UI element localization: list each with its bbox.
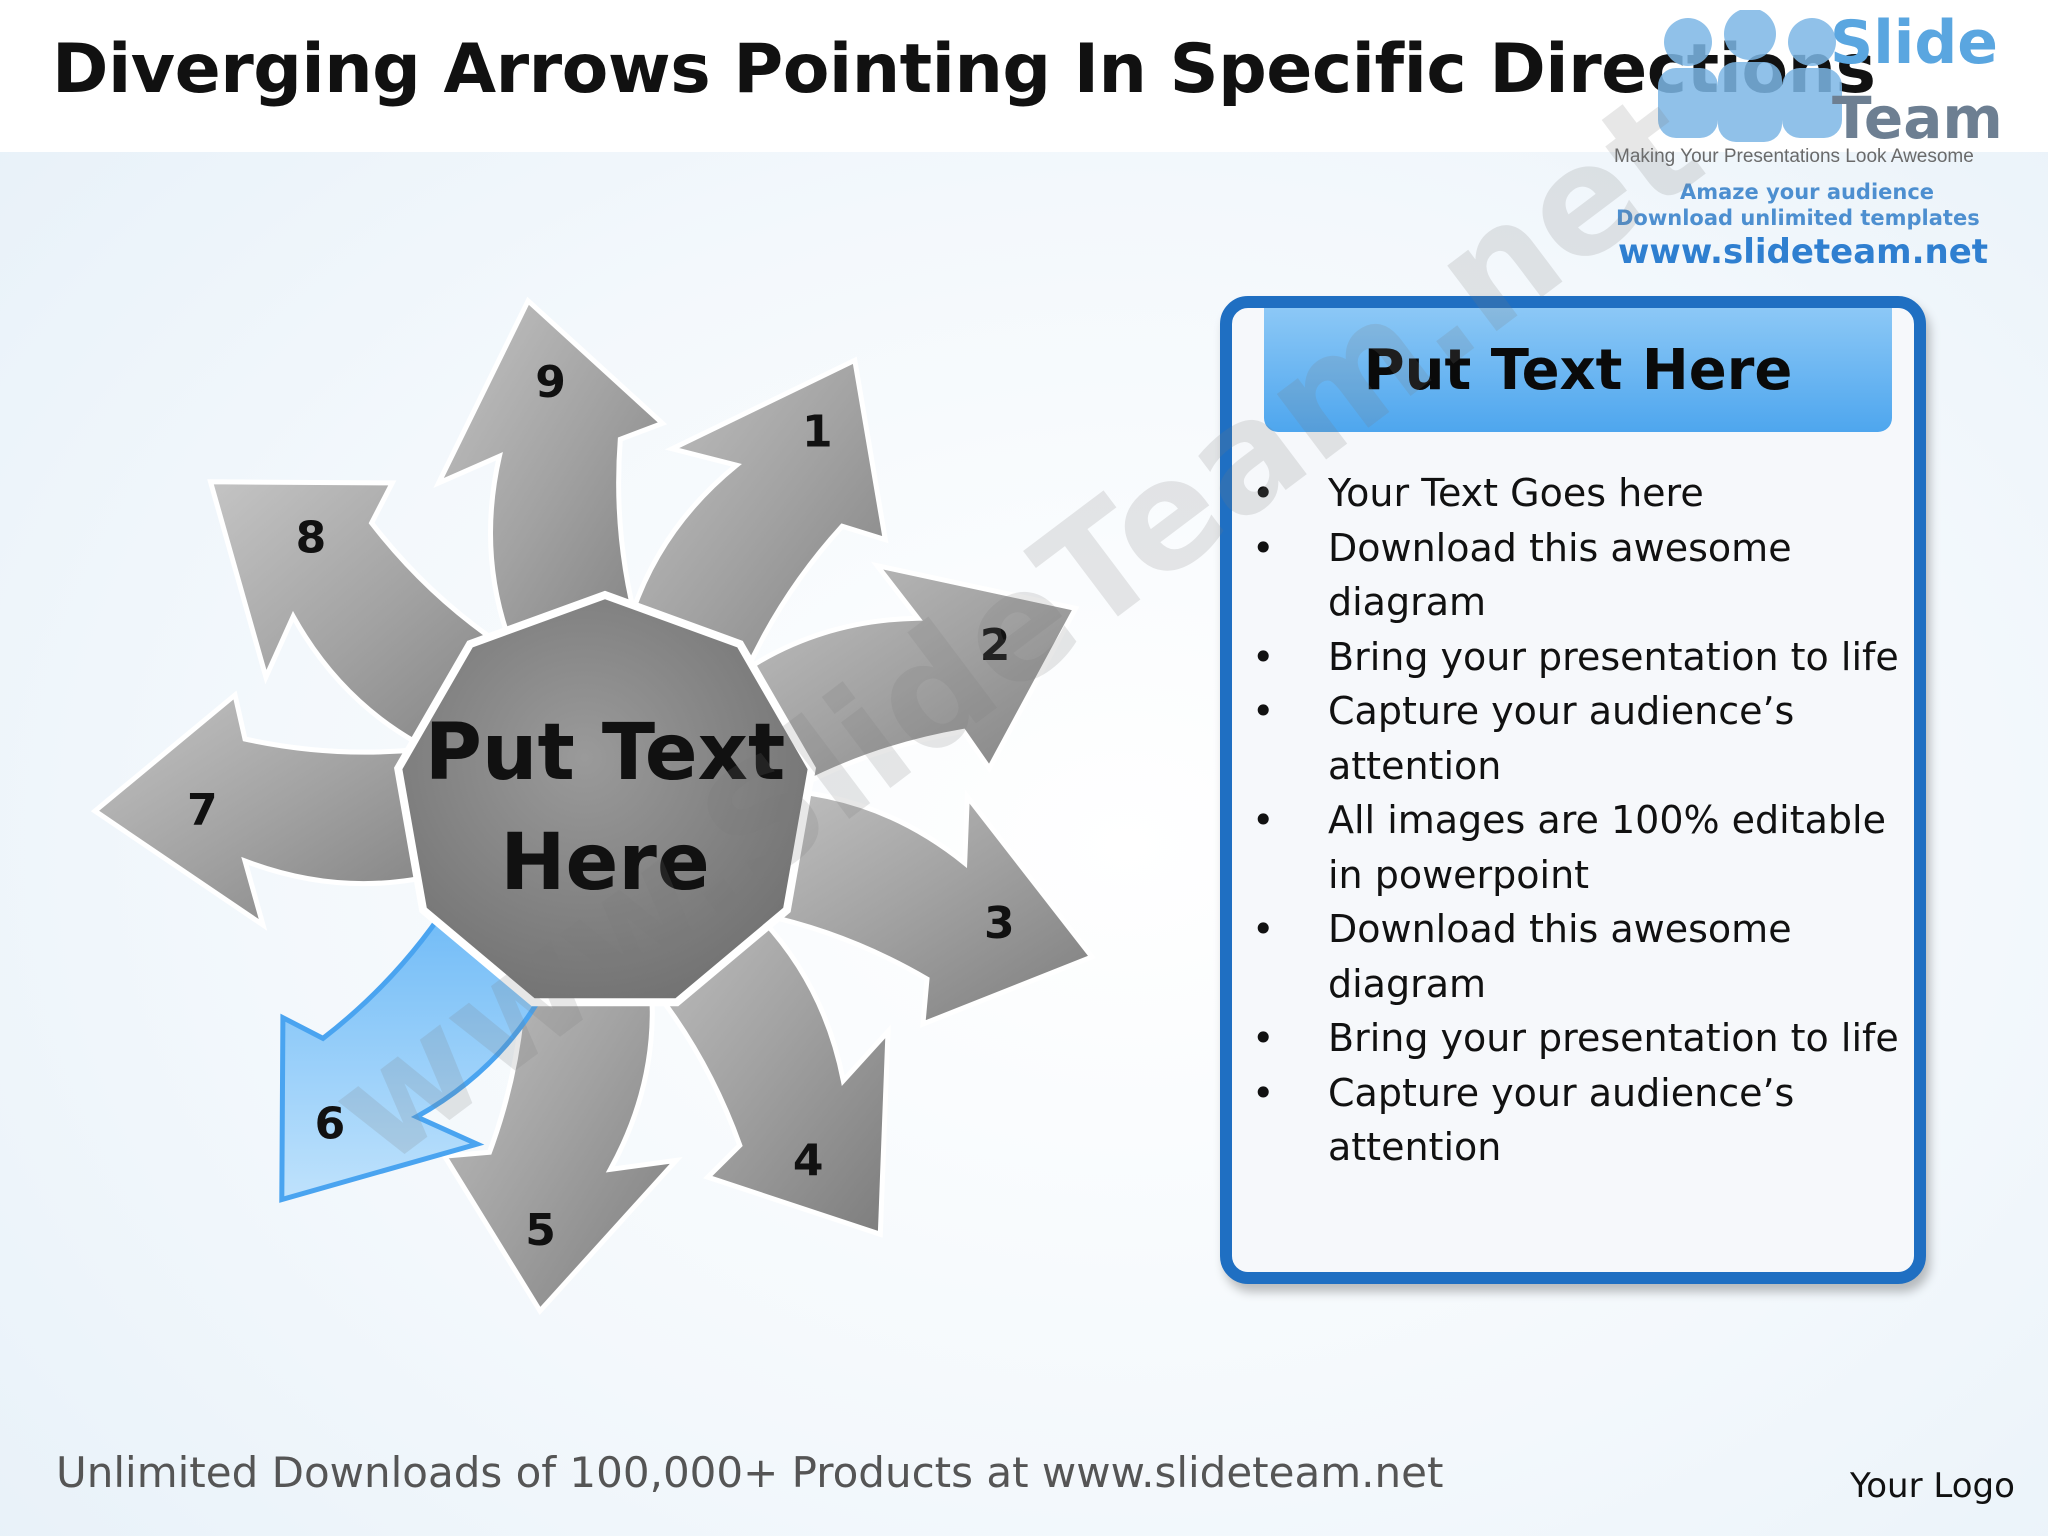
bullet-list: • Your Text Goes here • Download this aweso… — [1252, 466, 1912, 1175]
bullet-item: • Download this awesome diagram — [1252, 521, 1912, 630]
bullet-text: Bring your presentation to life — [1328, 1016, 1899, 1060]
arrow-label-9: 9 — [535, 357, 566, 408]
brand-line-amaze: Amaze your audience — [1680, 180, 1935, 204]
arrow-label-3: 3 — [984, 898, 1015, 949]
bullet-item: • Capture your audience’s attention — [1252, 684, 1912, 793]
bullet-text: Capture your audience’s attention — [1328, 1070, 1795, 1170]
bullet-dot-icon: • — [1252, 471, 1275, 515]
brand-name-team: Team — [1832, 84, 2003, 152]
arrow-label-1: 1 — [802, 407, 833, 458]
brand-tagline: Making Your Presentations Look Awesome — [1614, 146, 1974, 167]
arrow-label-7: 7 — [187, 785, 218, 836]
arrow-label-5: 5 — [525, 1205, 556, 1256]
arrow-label-2: 2 — [980, 620, 1011, 671]
bullet-item: • Bring your presentation to life — [1252, 1011, 1912, 1066]
brand-name-slide: Slide — [1830, 8, 1998, 78]
text-panel-title: Put Text Here — [1363, 337, 1793, 403]
arrow-label-6: 6 — [315, 1098, 346, 1149]
slide-title: Diverging Arrows Pointing In Specific Di… — [52, 30, 1876, 109]
center-nonagon — [394, 590, 816, 1007]
arrow-label-4: 4 — [793, 1136, 824, 1187]
center-text-line1: Put Text — [425, 708, 785, 798]
bullet-text: Download this awesome diagram — [1328, 525, 1792, 625]
arrow-label-8: 8 — [296, 513, 327, 564]
bullet-text: Capture your audience’s attention — [1328, 689, 1795, 788]
arrow-7 — [90, 690, 468, 931]
bullet-item: • Your Text Goes here — [1252, 466, 1912, 521]
bullet-text: Download this awesome diagram — [1328, 907, 1792, 1006]
bullet-text: All images are 100% editable in powerpoi… — [1328, 798, 1886, 897]
brand-line-download: Download unlimited templates — [1616, 206, 1980, 230]
bullet-dot-icon: • — [1252, 689, 1275, 733]
center-text-line2: Here — [500, 818, 710, 908]
bullet-dot-icon: • — [1252, 525, 1275, 570]
bullet-item: • Bring your presentation to life — [1252, 630, 1912, 685]
footer-promo: Unlimited Downloads of 100,000+ Products… — [56, 1448, 1444, 1497]
bullet-item: • All images are 100% editable in powerpo… — [1252, 793, 1912, 902]
bullet-text: Bring your presentation to life — [1328, 634, 1899, 679]
bullet-item: • Download this awesome diagram — [1252, 902, 1912, 1011]
slideteam-logo: Slide Team Making Your Presentations Loo… — [1610, 8, 2030, 272]
arrow-3 — [715, 786, 1096, 1028]
bullet-dot-icon: • — [1252, 907, 1275, 951]
arrow-9 — [433, 296, 668, 678]
bullet-dot-icon: • — [1252, 798, 1275, 842]
bullet-text: Your Text Goes here — [1328, 471, 1704, 515]
logo-placeholder: Your Logo — [1850, 1466, 2015, 1506]
text-panel: Put Text Here • Your Text Goes here • Downl… — [1220, 296, 1926, 1284]
bullet-dot-icon: • — [1252, 1016, 1275, 1060]
brand-url: www.slideteam.net — [1618, 232, 1989, 272]
people-logo-icon — [1658, 10, 1842, 142]
bullet-dot-icon: • — [1252, 1070, 1275, 1115]
bullet-dot-icon: • — [1252, 634, 1275, 679]
text-panel-header: Put Text Here — [1264, 308, 1892, 432]
bullet-item: • Capture your audience’s attention — [1252, 1066, 1912, 1175]
